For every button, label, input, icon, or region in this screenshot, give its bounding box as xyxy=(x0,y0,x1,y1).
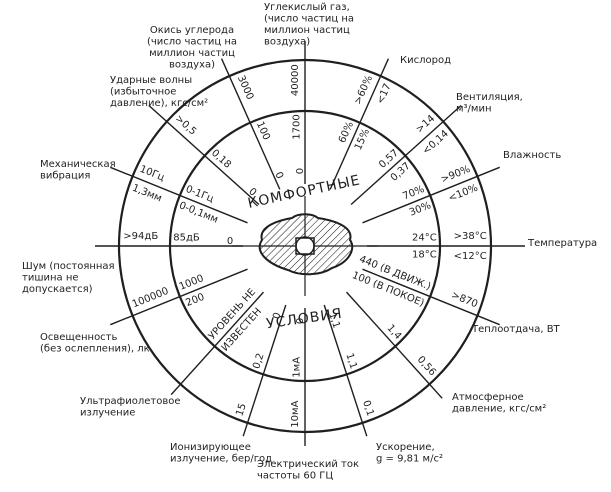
caption-temp: Температура xyxy=(527,238,597,249)
caption-co2: Углекислый газ, xyxy=(264,2,350,13)
outer-value-oxygen: >60% xyxy=(353,74,375,106)
caption-oxygen: Кислород xyxy=(400,55,451,66)
caption-light: Освещенность xyxy=(40,332,118,343)
caption-shock: Ударные волны xyxy=(110,75,192,86)
spoke-uv xyxy=(170,291,265,396)
inner-value2-vibration: 0-0,1мм xyxy=(177,200,219,226)
caption-co2: (число частиц на xyxy=(264,14,354,25)
caption-current: частоты 60 ГЦ xyxy=(257,471,333,482)
inner-value-light: 1000 xyxy=(178,273,206,293)
outer-value-current: 10мА xyxy=(290,400,301,427)
zero-value-accel: 1,1 xyxy=(326,311,341,330)
spoke-ventilation xyxy=(350,104,462,206)
caption-co: (число частиц на xyxy=(147,37,237,48)
inner-value-humidity: 70% xyxy=(401,184,426,203)
caption-humidity: Влажность xyxy=(503,150,561,161)
caption-light: (без ослепления), лк xyxy=(40,344,150,355)
zero-value-co2: 0 xyxy=(295,168,306,174)
caption-noise: Шум (постоянная xyxy=(22,261,115,272)
caption-shock: давление), кгс/см² xyxy=(110,98,208,109)
caption-accel: Ускорение, xyxy=(376,442,435,453)
caption-pressure: давление, кгс/см² xyxy=(452,404,546,415)
outer-value-light: 100000 xyxy=(131,286,171,311)
caption-co: воздуха) xyxy=(169,60,215,71)
zero-value-noise: 0 xyxy=(227,236,233,247)
outer-value2-temp: <12°С xyxy=(454,251,487,262)
outer-value2-vibration: 1,3мм xyxy=(130,183,163,205)
caption-co2: воздуха) xyxy=(264,37,310,48)
caption-ventilation: м³/мин xyxy=(456,104,492,115)
outer-value-co: 3000 xyxy=(235,74,255,102)
spoke-accel xyxy=(323,304,368,437)
zero-value-co: 0 xyxy=(272,170,285,180)
caption-noise: допускается) xyxy=(22,284,93,295)
zero-value-ionizing: 0 xyxy=(271,311,283,320)
caption-ionizing: излучение, бер/год xyxy=(170,454,272,465)
caption-co: миллион частиц xyxy=(149,48,235,59)
inner-value-oxygen: 60% xyxy=(337,120,356,145)
spoke-humidity xyxy=(362,166,500,224)
outer-value-co2: 40000 xyxy=(290,64,301,96)
spoke-vibration xyxy=(110,166,248,224)
caption-noise: тишина не xyxy=(22,273,79,284)
caption-shock: (избыточное xyxy=(110,87,176,98)
outer-value-temp: >38°С xyxy=(454,231,487,242)
center-top-word: КОМФОРТНЫЕ xyxy=(246,172,362,212)
outer-value-ventilation: >14 xyxy=(414,113,437,135)
inner-value-pressure: 1,4 xyxy=(384,323,403,342)
outer-value-shock: >0,5 xyxy=(173,113,198,137)
caption-co2: миллион частиц xyxy=(264,25,350,36)
caption-uv: излучение xyxy=(80,408,135,419)
caption-pressure: Атмосферное xyxy=(452,392,524,403)
caption-uv: Ультрафиолетовое xyxy=(80,396,181,407)
spoke-oxygen xyxy=(329,58,390,190)
caption-ionizing: Ионизирующее xyxy=(170,442,251,453)
zero-value-current: 0 xyxy=(295,318,306,324)
outer-value2-ventilation: <0,14 xyxy=(421,128,451,157)
spokes xyxy=(95,41,525,446)
inner-value-current: 1мА xyxy=(291,357,302,378)
inner-value-temp: 24°С xyxy=(412,232,437,243)
figure-body-marker xyxy=(295,236,315,256)
spoke-co xyxy=(220,58,281,190)
inner-value-co2: 1700 xyxy=(291,114,302,139)
caption-heat: Теплоотдача, ВТ xyxy=(471,324,561,335)
outer-value2-oxygen: <17 xyxy=(375,82,394,106)
spoke-shock xyxy=(148,104,260,206)
caption-accel: g = 9,81 м/с² xyxy=(376,454,443,465)
inner-value-noise: 85дБ xyxy=(173,232,200,243)
caption-ventilation: Вентиляция, xyxy=(456,92,523,103)
inner-value-ionizing: 0,2 xyxy=(251,352,266,371)
inner-value2-ventilation: 0,37 xyxy=(389,161,413,184)
caption-current: Электрический ток xyxy=(257,459,359,470)
outer-value-humidity: >90% xyxy=(439,164,472,186)
inner-value2-light: 200 xyxy=(184,292,206,309)
spoke-pressure xyxy=(345,291,443,399)
inner-value2-temp: 18°С xyxy=(412,250,437,261)
caption-vibration: Механическая xyxy=(40,159,116,170)
outer-value-noise: >94дБ xyxy=(123,231,158,242)
caption-vibration: вибрация xyxy=(40,171,90,182)
inner-value-accel: 1,1 xyxy=(343,352,358,371)
inner-value-shock: 0,18 xyxy=(209,148,233,171)
outer-value-ionizing: 15 xyxy=(234,402,248,418)
inner-value-vibration: 0-1Гц xyxy=(184,184,215,205)
outer-value-heat: >870 xyxy=(450,290,480,310)
spoke-light xyxy=(110,268,248,326)
outer-value-pressure: 0,56 xyxy=(415,354,438,378)
caption-co: Окись углерода xyxy=(150,25,234,36)
outer-value-accel: 0,1 xyxy=(360,399,375,418)
spoke-heat xyxy=(362,268,500,326)
spoke-ionizing xyxy=(242,304,287,437)
